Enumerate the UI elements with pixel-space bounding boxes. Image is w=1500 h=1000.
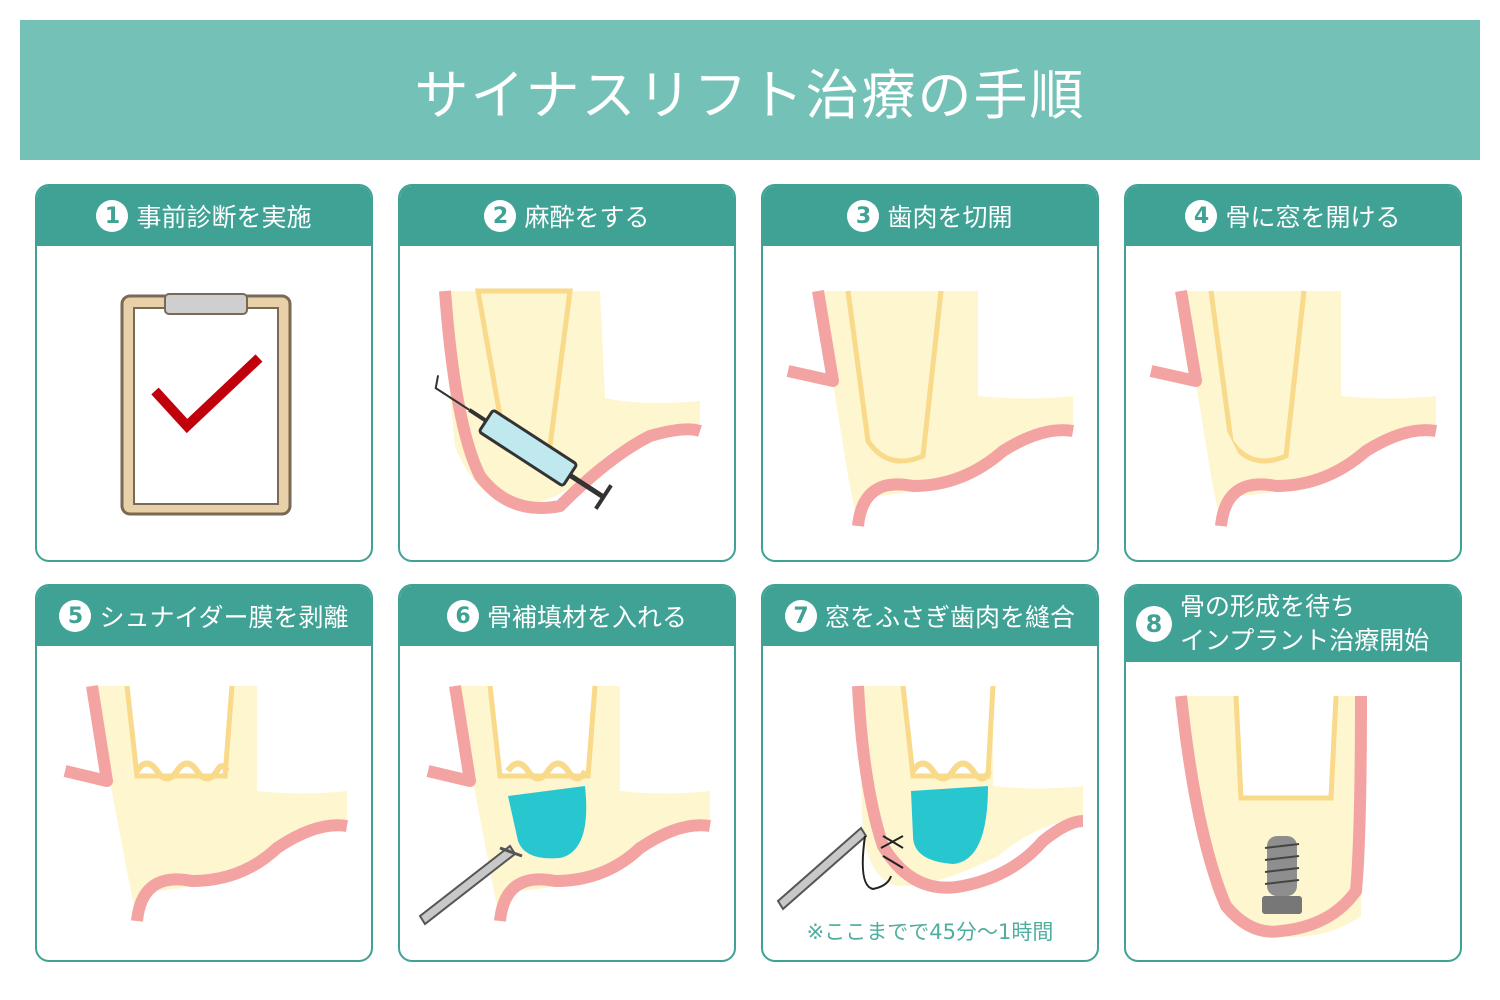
syringe-icon (434, 375, 613, 510)
step-number-2: 2 (484, 200, 517, 232)
duration-note: ※ここまでで45分〜1時間 (806, 920, 1054, 944)
step-header-2: 2 麻酔をする (400, 186, 734, 246)
step-header-6: 6 骨補填材を入れる (400, 586, 734, 646)
step-number-8: 8 (1136, 606, 1172, 642)
jaw-cross-section-8 (1175, 695, 1367, 938)
step-label-4: 骨に窓を開ける (1225, 203, 1401, 232)
step-label-8-line2: インプラント治療開始 (1180, 626, 1430, 655)
dental-implant-icon (1262, 836, 1302, 914)
step-label-3: 歯肉を切開 (887, 203, 1013, 232)
step-header-1: 1 事前診断を実施 (37, 186, 371, 246)
step-card-8: 8 骨の形成を待ち インプラント治療開始 (1124, 584, 1462, 962)
step-label-7: 窓をふさぎ歯肉を縫合 (824, 603, 1075, 632)
clipboard-illustration (120, 293, 292, 516)
page-title: サイナスリフト治療の手順 (414, 63, 1086, 127)
step-label-6: 骨補填材を入れる (486, 603, 687, 632)
step-header-5: 5 シュナイダー膜を剥離 (37, 586, 371, 646)
title-banner: サイナスリフト治療の手順 (20, 20, 1480, 160)
step-card-7: 7 窓をふさぎ歯肉を縫合 ※ここまでで45分〜1時間 (761, 584, 1099, 962)
tweezers-icon (776, 826, 868, 911)
jaw-cross-section-2 (434, 288, 702, 514)
jaw-cross-section-4 (1149, 290, 1437, 527)
step-label-8-line1: 骨の形成を待ち (1180, 592, 1356, 621)
step-header-8: 8 骨の形成を待ち インプラント治療開始 (1126, 586, 1460, 662)
step-header-4: 4 骨に窓を開ける (1126, 186, 1460, 246)
step-number-1: 1 (96, 200, 129, 232)
step-label-5: シュナイダー膜を剥離 (99, 603, 349, 632)
step-number-3: 3 (847, 200, 880, 232)
step-number-7: 7 (784, 600, 817, 632)
jaw-cross-section-5 (63, 685, 348, 922)
bone-graft-material (508, 786, 587, 859)
step-label-2: 麻酔をする (524, 203, 650, 232)
step-header-3: 3 歯肉を切開 (763, 186, 1097, 246)
jaw-cross-section-7 (776, 685, 1084, 911)
bone-graft-material-closed (911, 786, 988, 864)
checkmark-icon (151, 354, 263, 434)
suture-thread (861, 835, 904, 891)
jaw-cross-section-3 (786, 290, 1074, 527)
step-card-5: 5 シュナイダー膜を剥離 (35, 584, 373, 962)
jaw-cross-section-6 (418, 685, 711, 926)
step-card-3: 3 歯肉を切開 (761, 184, 1099, 562)
tweezers-icon (418, 844, 523, 926)
step-card-1: 1 事前診断を実施 (35, 184, 373, 562)
step-card-6: 6 骨補填材を入れる (398, 584, 736, 962)
step-number-6: 6 (446, 600, 479, 632)
step-label-1: 事前診断を実施 (136, 203, 312, 232)
step-number-4: 4 (1185, 200, 1218, 232)
step-card-2: 2 麻酔をする (398, 184, 736, 562)
step-card-4: 4 骨に窓を開ける (1124, 184, 1462, 562)
step-number-5: 5 (59, 600, 92, 632)
step-header-7: 7 窓をふさぎ歯肉を縫合 (763, 586, 1097, 646)
